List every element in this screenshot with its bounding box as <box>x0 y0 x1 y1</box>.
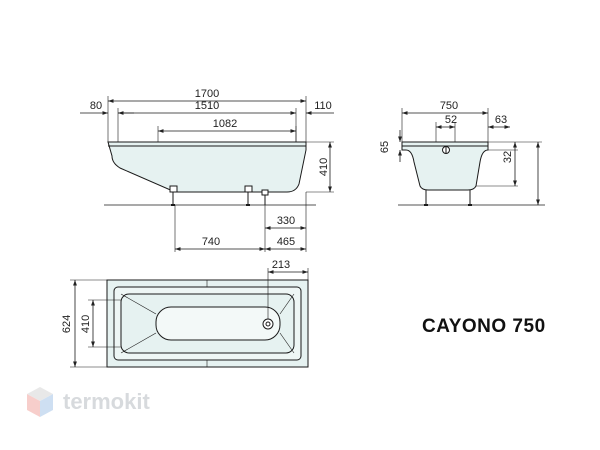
dim-height: 410 <box>318 158 330 176</box>
dim-right-offset: 110 <box>314 100 332 112</box>
dim-drain-offset: 330 <box>277 215 295 227</box>
dim-top-overall-width: 624 <box>61 315 73 333</box>
end-view-legs <box>424 190 472 206</box>
end-view-tub-body <box>401 141 489 191</box>
end-view-labels: 750 52 63 65 32 <box>379 100 514 163</box>
dim-rim-width: 63 <box>495 114 507 126</box>
dim-overall-length: 1700 <box>195 88 219 100</box>
product-title: CAYONO 750 <box>422 316 546 337</box>
dim-bottom-length: 1082 <box>213 118 237 130</box>
top-view-basin <box>155 306 281 341</box>
side-view-labels: 1700 80 1510 110 1082 410 330 740 465 <box>90 88 332 248</box>
dim-leg-spacing: 740 <box>202 236 220 248</box>
brand-name: termokit <box>63 389 150 414</box>
dim-left-offset: 80 <box>90 100 102 112</box>
brand-watermark: termokit <box>25 385 150 419</box>
end-view-drain <box>442 146 450 154</box>
dim-rim-depth: 32 <box>502 151 514 163</box>
top-view <box>70 268 309 368</box>
dim-inner-length: 1510 <box>195 100 219 112</box>
dim-overall-width: 750 <box>440 100 458 112</box>
dim-top-inner-width: 410 <box>80 315 92 333</box>
dim-drain-width: 52 <box>445 114 457 126</box>
dim-rim-height: 65 <box>379 141 391 153</box>
cube-logo-icon <box>27 387 53 417</box>
dim-leg-to-end: 465 <box>277 236 295 248</box>
side-view <box>80 96 334 252</box>
top-view-labels: 213 624 410 <box>61 259 290 333</box>
end-view <box>398 108 545 206</box>
dim-top-drain-offset: 213 <box>272 259 290 271</box>
side-view-tub-body <box>107 141 307 193</box>
side-view-legs <box>169 185 269 206</box>
